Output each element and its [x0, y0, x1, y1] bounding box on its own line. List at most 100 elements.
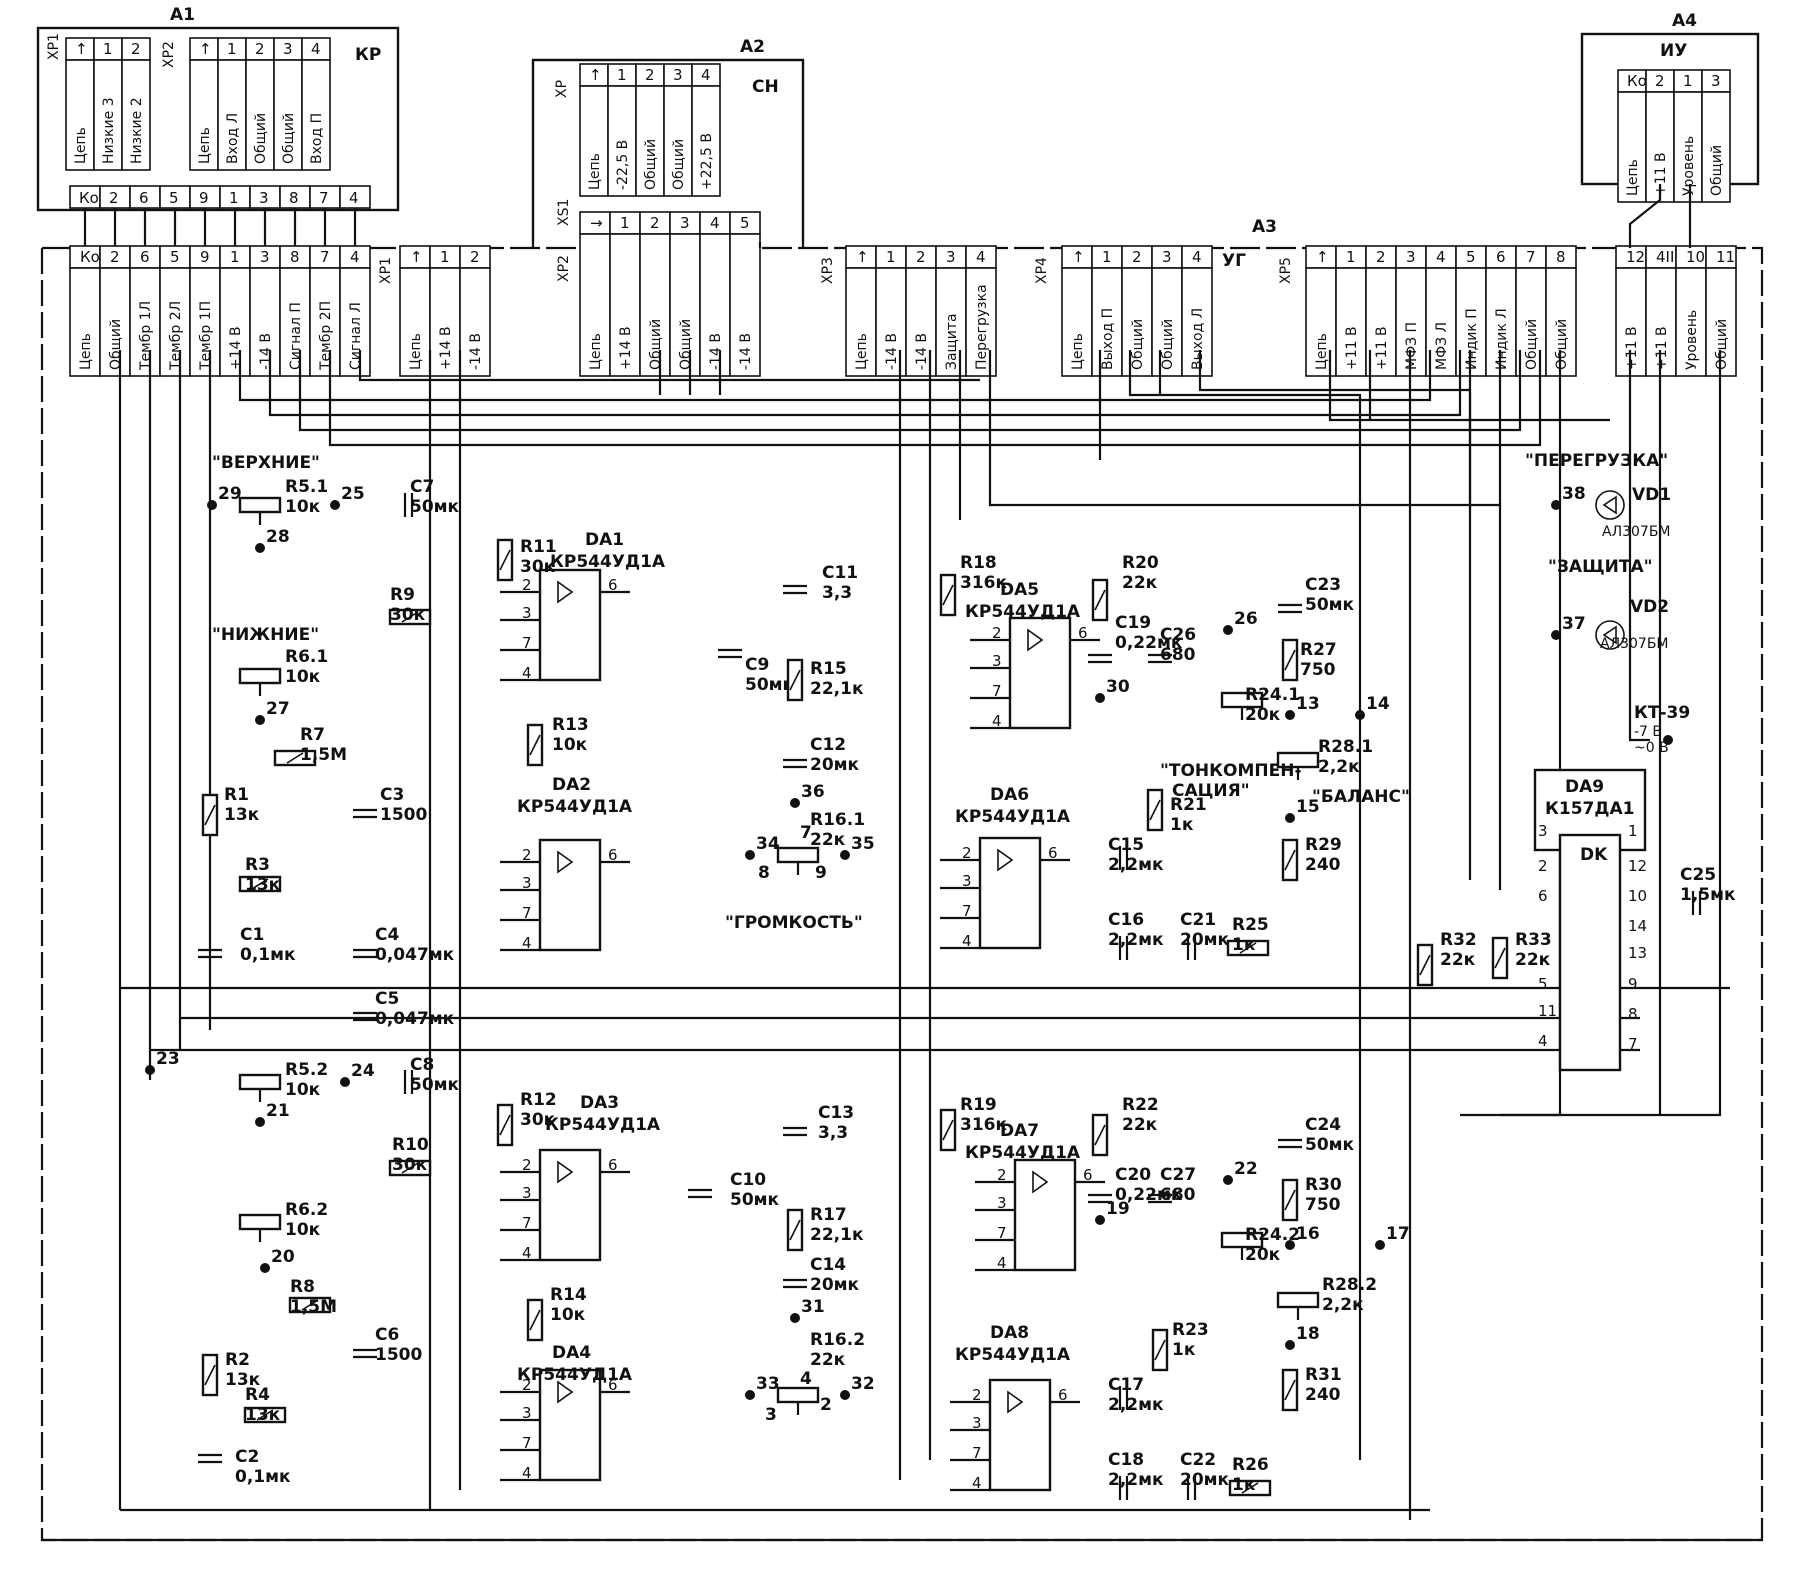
xp1-pin-number: ↑	[410, 248, 423, 266]
resistor-slash	[1419, 954, 1431, 976]
opamp-pin: 2	[992, 624, 1002, 642]
resistor-slash	[942, 584, 954, 606]
node-number: 37	[1562, 614, 1586, 634]
xp4-pin-number: 3	[1162, 248, 1172, 266]
junction-dot	[340, 1077, 350, 1087]
capacitor-ref: C23	[1305, 575, 1341, 595]
capacitor-value: 2,2мк	[1108, 1470, 1164, 1490]
opamp-pin: 6	[1078, 624, 1088, 642]
main-conn-pin-number: 8	[290, 248, 300, 266]
potentiometer-ref: R5.2	[285, 1060, 328, 1080]
label-tonkomp-2: САЦИЯ"	[1172, 781, 1250, 801]
main-conn-signal-name: Цепь	[78, 333, 94, 370]
junction-dot	[255, 715, 265, 725]
a1-xp1-signal-cell	[121, 59, 151, 171]
capacitor-value: 20мк	[1180, 1470, 1230, 1490]
resistor-ref: R32	[1440, 930, 1477, 950]
opamp-pin: 6	[1058, 1386, 1068, 1404]
xp6-pin-number: 4II	[1656, 248, 1674, 266]
block-a2-name: СН	[752, 77, 779, 97]
xp4-signal-name: Цепь	[1070, 333, 1086, 370]
capacitor-ref: C17	[1108, 1375, 1144, 1395]
opamp-body	[538, 1368, 602, 1482]
resistor-slash	[1149, 799, 1161, 821]
resistor-value: 30к	[390, 605, 426, 625]
label-nizhnie: "НИЖНИЕ"	[212, 625, 319, 645]
potentiometer-value: 10к	[285, 667, 321, 687]
a4-signal-name: Общий	[1709, 145, 1725, 196]
xp4-pin-number: 1	[1102, 248, 1112, 266]
a1-contact-number: 6	[139, 189, 149, 207]
node-number: 29	[218, 484, 242, 504]
capacitor-value: 0,22мк	[1115, 633, 1183, 653]
xs1-id: ХS1	[556, 199, 572, 226]
opamp-pin: 6	[608, 576, 618, 594]
opamp-pin: 4	[522, 1464, 532, 1482]
resistor-ref: R33	[1515, 930, 1552, 950]
xp5-signal-name: Индик Л	[1494, 308, 1510, 370]
capacitor-ref: C13	[818, 1103, 854, 1123]
xp2-signal-cell	[699, 233, 731, 377]
resistor-ref: R19	[960, 1095, 997, 1115]
opamp-body	[1008, 616, 1072, 730]
xp3-signal-name: Перегрузка	[974, 284, 990, 370]
capacitor-value: 50мк	[1305, 1135, 1355, 1155]
a2-xp-pin-number: ↑	[589, 66, 602, 84]
xp2-signal-cell	[609, 233, 641, 377]
label-tonkomp: "ТОНКОМПЕН-	[1160, 761, 1302, 781]
xp5-pin-number: 6	[1496, 248, 1506, 266]
potentiometer-ref: R16.1	[810, 810, 865, 830]
resistor-ref: R17	[810, 1205, 847, 1225]
a1-xp1-signal-name: Низкие 2	[129, 97, 145, 164]
node-number: 16	[1296, 1224, 1320, 1244]
block-a1-label: А1	[170, 5, 195, 25]
a1-xp2-signal-name: Вход П	[309, 113, 325, 164]
main-conn-signal-name: Общий	[108, 319, 124, 370]
opamp-triangle	[557, 1380, 574, 1404]
led-icon	[1595, 620, 1625, 650]
a1-xp2-pin-number: 1	[227, 40, 237, 58]
opamp-triangle	[557, 850, 574, 874]
xp2-signal-name: Общий	[678, 319, 694, 370]
junction-dot	[207, 500, 217, 510]
junction-dot	[1355, 710, 1365, 720]
node-number: 25	[341, 484, 365, 504]
xp5-pin-number: 5	[1466, 248, 1476, 266]
resistor-ref: R14	[550, 1285, 587, 1305]
junction-dot	[1285, 1340, 1295, 1350]
resistor-ref: R21	[1170, 795, 1207, 815]
potentiometer-body	[238, 1073, 282, 1091]
potentiometer-body	[776, 846, 820, 864]
main-conn-pin-number: 9	[200, 248, 210, 266]
resistor-slash	[286, 752, 304, 764]
opamp-body	[538, 838, 602, 952]
opamp-pin: 2	[522, 1156, 532, 1174]
opamp-ref: DA1	[585, 530, 624, 550]
opamp-ref: DA5	[1000, 580, 1039, 600]
xp4-name: УГ	[1222, 251, 1246, 271]
opamp-pin: 3	[972, 1414, 982, 1432]
xp3-pin-number: 2	[916, 248, 926, 266]
a4-signal-cell	[1617, 91, 1647, 203]
xp3-pin-number: 3	[946, 248, 956, 266]
capacitor-value: 20мк	[810, 1275, 860, 1295]
resistor-value: 1к	[1232, 935, 1256, 955]
resistor-slash	[942, 1119, 954, 1141]
junction-dot	[1285, 813, 1295, 823]
main-conn-signal-cell	[219, 267, 251, 377]
a1-xp2-pin-number: ↑	[199, 40, 212, 58]
inter-block-wires	[531, 184, 1692, 248]
capacitor-ref: C24	[1305, 1115, 1341, 1135]
opamp-body	[538, 1148, 602, 1262]
resistor-ref: R15	[810, 659, 847, 679]
resistor-slash	[1154, 1339, 1166, 1361]
xp5-signal-name: МФЗ П	[1404, 322, 1420, 370]
main-conn-pin-number: 1	[230, 248, 240, 266]
opamp-pin: 2	[962, 844, 972, 862]
xp4-signal-cell	[1061, 267, 1093, 377]
a1-contact-number: 3	[259, 189, 269, 207]
pin-label: 9	[815, 863, 827, 883]
resistor-slash	[251, 878, 269, 890]
opamp-ref: DA7	[1000, 1121, 1039, 1141]
